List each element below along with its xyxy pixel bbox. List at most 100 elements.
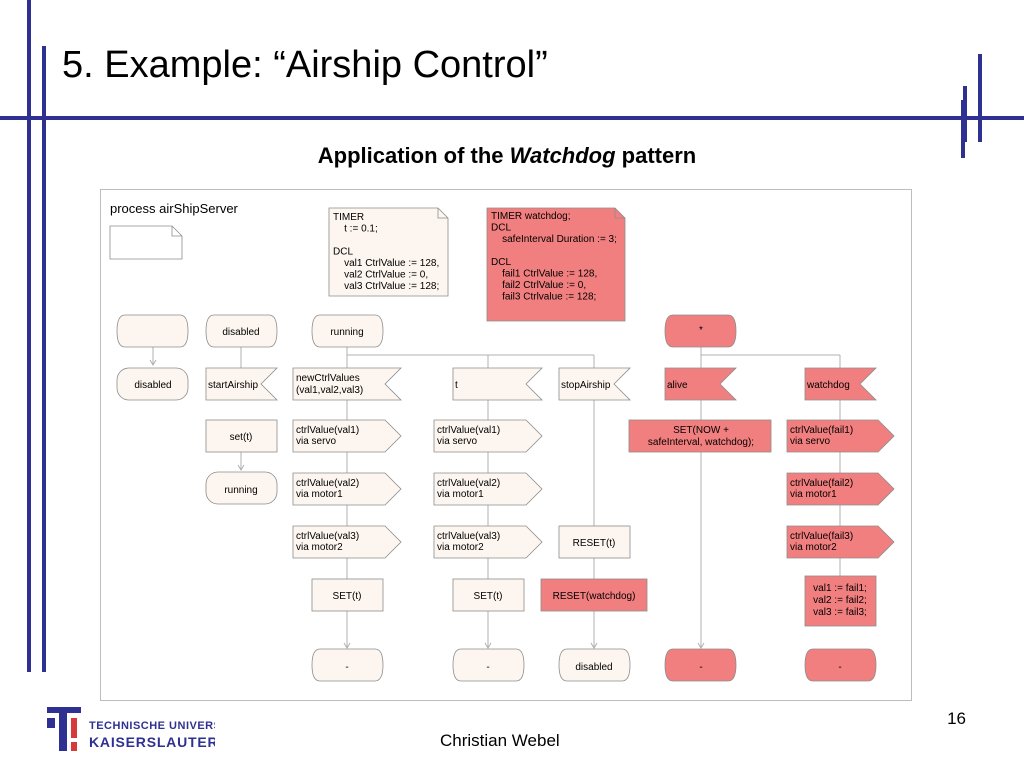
- next-state-running: [205, 471, 278, 505]
- output-label: via servo: [790, 436, 830, 447]
- task-label: val1 := fail1;: [813, 583, 867, 594]
- output-label: ctrlValue(fail3): [790, 531, 853, 542]
- task-assign-fail-values: [804, 575, 877, 627]
- task-label: val2 := fail2;: [813, 595, 867, 606]
- output-label: via motor1: [296, 489, 343, 500]
- input-label: (val1,val2,val3): [296, 385, 363, 396]
- output-label: via servo: [296, 436, 336, 447]
- output-ctrlValue-fail: [786, 472, 895, 506]
- output-label: via motor2: [790, 542, 837, 553]
- flow-arrowhead: [237, 464, 245, 471]
- input-t: [452, 367, 543, 401]
- author-name: Christian Webel: [440, 731, 560, 750]
- task-reset-t: [558, 525, 631, 559]
- output-label: ctrlValue(val2): [296, 478, 359, 489]
- watchdog-declaration-text: safeInterval Duration := 3;: [491, 234, 617, 245]
- timer-declaration-text: val2 CtrlValue := 0,: [333, 270, 428, 281]
- next-state-dash: [804, 648, 877, 682]
- state-label: running: [330, 327, 363, 338]
- right-accent-bar-1: [963, 86, 967, 142]
- slide-subtitle: Application of the Watchdog pattern: [0, 143, 1014, 169]
- output-label: via motor1: [437, 489, 484, 500]
- watchdog-declaration-text: DCL: [491, 223, 511, 234]
- input-label: stopAirship: [561, 380, 611, 391]
- watchdog-declaration-note: [486, 207, 626, 322]
- subtitle-emphasis: Watchdog: [509, 143, 616, 168]
- logo-mark-stem: [59, 713, 67, 751]
- watchdog-declaration-text: fail3 Ctrlvalue := 128;: [491, 292, 596, 303]
- output-label: via motor1: [790, 489, 837, 500]
- timer-declaration-text: val3 CtrlValue := 128;: [333, 281, 439, 292]
- output-ctrlValue: [292, 472, 402, 506]
- next-state-dash: [664, 648, 737, 682]
- task-label: set(t): [230, 432, 253, 443]
- state-disabled: [116, 367, 189, 401]
- logo-text-line2: KAISERSLAUTERN: [89, 734, 215, 750]
- flow-arrowhead: [697, 642, 705, 649]
- timer-declaration-text: t := 0.1;: [333, 224, 378, 235]
- input-label: watchdog: [806, 380, 850, 391]
- next-state-label: -: [699, 662, 702, 673]
- output-ctrlValue: [292, 419, 402, 453]
- flow-arrowhead: [590, 642, 598, 649]
- watchdog-declaration-text: fail1 CtrlValue := 128,: [491, 269, 597, 280]
- university-logo: TECHNISCHE UNIVERSITÄT KAISERSLAUTERN: [47, 707, 215, 751]
- subtitle-text: Application of the: [317, 143, 510, 168]
- input-label: t: [455, 380, 458, 391]
- output-ctrlValue-fail: [786, 525, 895, 559]
- logo-mark-top-bar: [47, 707, 81, 713]
- page-number: 16: [947, 709, 966, 728]
- input-alive: [664, 367, 737, 401]
- watchdog-declaration-note-fold: [614, 208, 625, 219]
- output-ctrlValue: [433, 472, 543, 506]
- state-label: disabled: [222, 327, 259, 338]
- output-label: via motor2: [437, 542, 484, 553]
- task-set-watchdog: [628, 419, 772, 453]
- task-set-t: [452, 578, 525, 612]
- input-watchdog: [804, 367, 877, 401]
- next-state-label: -: [345, 662, 348, 673]
- timer-declaration-note-fold: [437, 208, 448, 219]
- next-state-dash: [311, 648, 384, 682]
- output-ctrlValue: [433, 419, 543, 453]
- task-set-t: [205, 419, 278, 453]
- output-label: ctrlValue(fail1): [790, 425, 853, 436]
- task-label: val3 := fail3;: [813, 607, 867, 618]
- timer-declaration-text: val1 CtrlValue := 128,: [333, 258, 439, 269]
- next-state-label: -: [486, 662, 489, 673]
- input-newCtrlValues: [292, 367, 402, 401]
- timer-declaration-text: DCL: [333, 247, 353, 258]
- task-reset-watchdog: [540, 578, 648, 612]
- subtitle-text-end: pattern: [615, 143, 697, 168]
- input-label: alive: [667, 380, 688, 391]
- next-state-dash: [452, 648, 525, 682]
- next-state-label: disabled: [575, 662, 612, 673]
- task-label: RESET(watchdog): [553, 591, 636, 602]
- output-label: ctrlValue(val1): [437, 425, 500, 436]
- header-rule: [0, 116, 1024, 120]
- next-state-label: running: [224, 485, 257, 496]
- input-label: startAirship: [208, 380, 258, 391]
- logo-mark-left-block: [47, 718, 55, 728]
- input-startAirship: [205, 367, 278, 401]
- input-stopAirship: [558, 367, 631, 401]
- page-symbol: [109, 225, 183, 260]
- logo-mark-accent-small: [71, 742, 77, 751]
- flow-arrowhead: [149, 359, 157, 366]
- output-label: via motor2: [296, 542, 343, 553]
- task-set-t: [311, 578, 384, 612]
- next-state-label: -: [838, 662, 841, 673]
- watchdog-declaration-text: DCL: [491, 257, 511, 268]
- page-symbol-fold: [171, 226, 182, 237]
- state-star: [664, 314, 737, 348]
- flow-arrowhead: [343, 642, 351, 649]
- right-accent-bar-2: [978, 54, 982, 142]
- right-accent-bar-3: [961, 100, 965, 158]
- state-label: *: [699, 325, 703, 336]
- timer-declaration-note: [328, 207, 449, 297]
- state-running: [311, 314, 384, 348]
- task-label: SET(t): [474, 591, 503, 602]
- output-label: ctrlValue(fail2): [790, 478, 853, 489]
- output-label: ctrlValue(val3): [296, 531, 359, 542]
